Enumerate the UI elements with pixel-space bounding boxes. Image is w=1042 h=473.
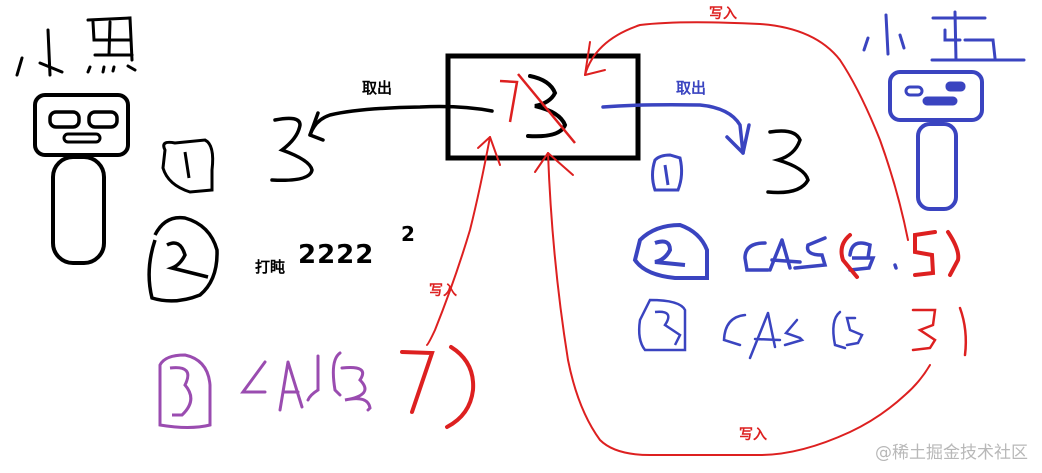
right-read-arrow bbox=[601, 103, 751, 155]
write-label-left: 写入 bbox=[429, 283, 457, 299]
left-step-2-badge bbox=[147, 215, 219, 303]
write-arrow-top-loop bbox=[584, 21, 909, 241]
right-read-value-3 bbox=[766, 129, 810, 195]
write-arrow-left bbox=[426, 136, 501, 346]
left-cas-call-strokes bbox=[240, 351, 372, 412]
left-step-1-badge bbox=[161, 138, 215, 194]
write-label-top: 写入 bbox=[709, 6, 737, 22]
left-step-2-value: 2222 bbox=[298, 240, 375, 270]
left-actor-name-strokes bbox=[15, 16, 137, 77]
shared-new-value-7 bbox=[499, 79, 519, 123]
right-step-1-badge bbox=[651, 153, 684, 192]
shared-value-strike bbox=[517, 73, 576, 144]
left-read-arrow bbox=[308, 104, 494, 142]
write-label-bottom: 写入 bbox=[739, 427, 767, 443]
right-step-2-badge bbox=[632, 222, 709, 280]
right-step-3-badge bbox=[637, 298, 687, 352]
right-cas-3-red-parts bbox=[911, 306, 968, 357]
right-cas-3-strokes bbox=[722, 310, 864, 360]
left-read-label: 取出 bbox=[362, 79, 393, 97]
shared-variable-box bbox=[445, 53, 641, 161]
left-step-2-superscript: 2 bbox=[401, 222, 415, 246]
left-cas-new-value-7 bbox=[400, 345, 476, 429]
left-step-3-badge bbox=[158, 353, 212, 429]
left-step-2-label: 打盹 bbox=[255, 258, 286, 276]
right-actor-figure bbox=[888, 70, 984, 211]
left-actor-figure bbox=[33, 93, 130, 265]
right-read-label: 取出 bbox=[676, 79, 707, 97]
right-cas-2-strokes bbox=[743, 236, 898, 272]
right-actor-name-strokes bbox=[862, 10, 1026, 62]
right-cas-2-red-parts bbox=[839, 230, 961, 279]
left-read-value-3 bbox=[270, 116, 314, 183]
shared-value-3 bbox=[526, 74, 568, 139]
write-arrow-bottom-loop bbox=[534, 152, 931, 456]
watermark: @稀土掘金技术社区 bbox=[875, 443, 1028, 463]
